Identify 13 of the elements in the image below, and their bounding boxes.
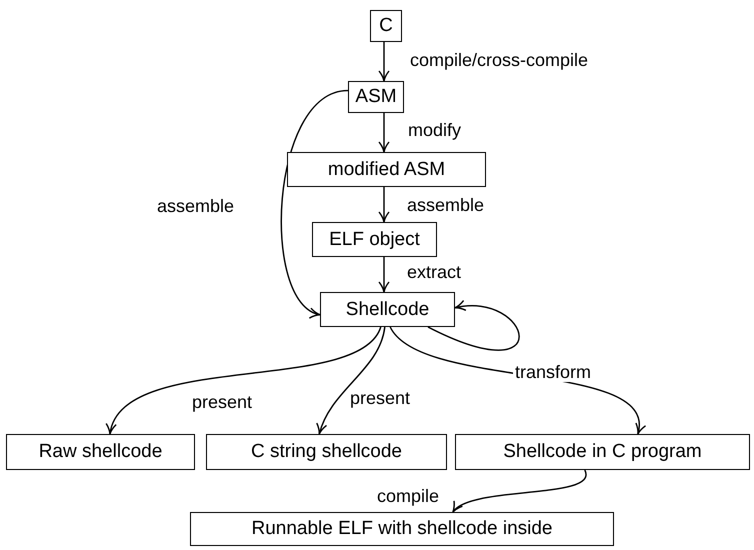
process-box: Shellcode in C program bbox=[455, 434, 750, 470]
process-box: ELF object bbox=[312, 222, 437, 257]
edge-label: present bbox=[348, 388, 412, 408]
process-box: modified ASM bbox=[287, 152, 486, 187]
process-box: Shellcode bbox=[320, 292, 455, 327]
edge-label: modify bbox=[406, 120, 464, 140]
process-box: ASM bbox=[348, 81, 404, 113]
edge-label: compile/cross-compile bbox=[408, 50, 590, 70]
process-box: Raw shellcode bbox=[6, 434, 195, 470]
process-box: Runnable ELF with shellcode inside bbox=[190, 512, 614, 546]
process-box: C string shellcode bbox=[206, 434, 447, 470]
process-box: C bbox=[370, 10, 402, 42]
edge-label: compile bbox=[375, 486, 442, 506]
